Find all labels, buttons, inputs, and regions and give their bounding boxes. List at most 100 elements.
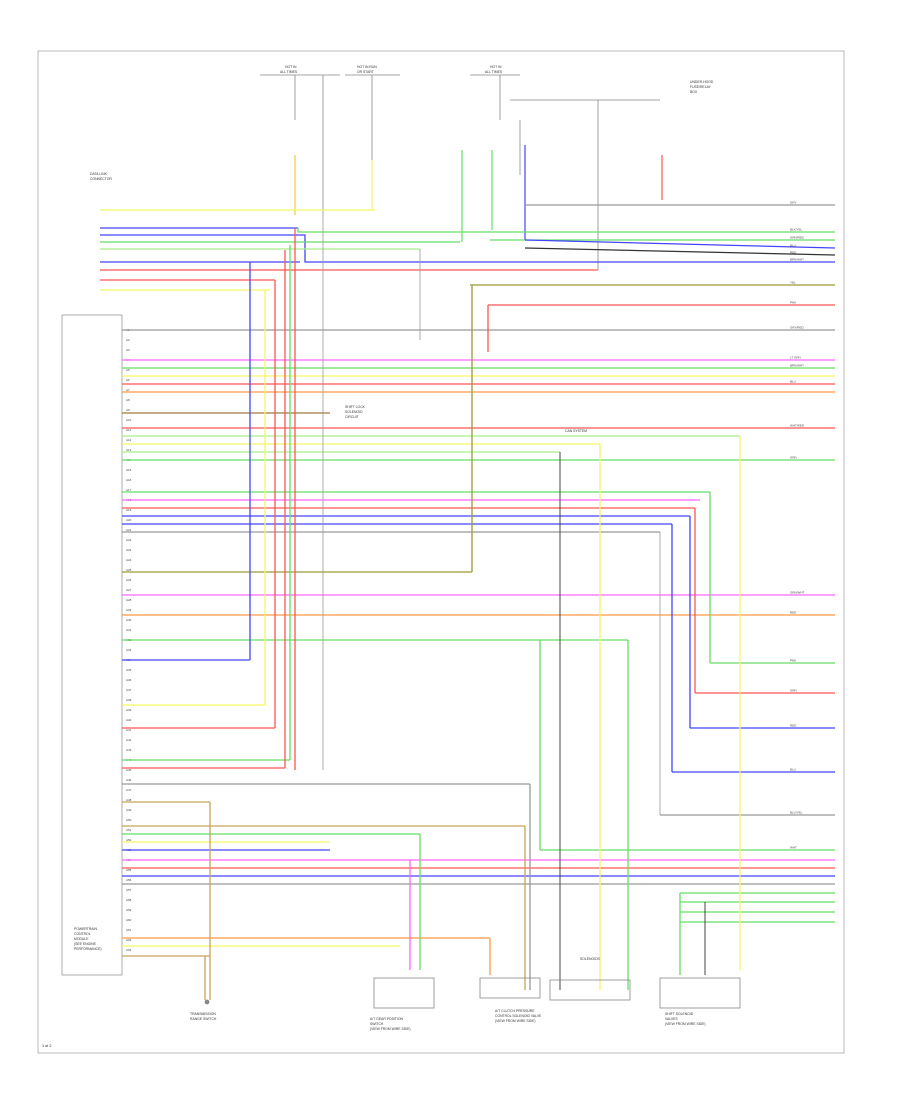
right-wire-label: RED — [790, 724, 797, 728]
ecu-pin-label: A51 — [126, 828, 132, 832]
bottom-center-component-line1: A/T CLUTCH PRESSURE — [495, 1009, 535, 1013]
top-connector-right-line2: ALL TIMES — [485, 70, 503, 74]
ecu-pin-label: A59 — [126, 908, 132, 912]
ecu-pin-label: A58 — [126, 898, 132, 902]
ecu-pin-label: A30 — [126, 618, 132, 622]
ecu-pin-label: A7 — [126, 388, 130, 392]
ecu-pin-label: A26 — [126, 578, 132, 582]
top-right-note-line2: FUSE/RELAY — [690, 85, 712, 89]
ecu-pin-label: A56 — [126, 878, 132, 882]
ecu-pin-label: A12 — [126, 438, 132, 442]
ecu-pin-label: A55 — [126, 868, 132, 872]
ecu-pin-label: A20 — [126, 518, 132, 522]
ecu-pin-label: A41 — [126, 728, 132, 732]
ecu-pin-label: A60 — [126, 918, 132, 922]
bottom-components — [204, 977, 741, 1009]
ecu-pin-label: A21 — [126, 528, 132, 532]
right-wire-label: PNK — [790, 301, 796, 305]
ecu-pin-label: A46 — [126, 778, 132, 782]
ecu-pin-label: A37 — [126, 688, 132, 692]
ecu-pin-label: A42 — [126, 738, 132, 742]
figure-id: 1 of 2 — [42, 1044, 52, 1048]
right-wire-label: PNK — [790, 659, 796, 663]
right-wire-label: BLU — [790, 380, 796, 384]
right-wire-label: BLU — [790, 768, 796, 772]
top-right-note-line1: UNDER-HOOD — [690, 80, 714, 84]
ecu-pin-label: A8 — [126, 398, 130, 402]
ecu-pin-label: A33 — [126, 648, 132, 652]
ecu-pin-label: A31 — [126, 628, 132, 632]
ecu-pin-label: A47 — [126, 788, 132, 792]
ecu-pin-label: A45 — [126, 768, 132, 772]
right-wire-label: GRN — [790, 689, 797, 693]
bottom-mid-component-line1: A/T GEAR POSITION — [370, 1017, 403, 1021]
ecu-pin-label: A24 — [126, 558, 132, 562]
ecu-pin-label: A9 — [126, 408, 130, 412]
ecu-pin-label: A36 — [126, 678, 132, 682]
ecu-pin-label: A28 — [126, 598, 132, 602]
right-wire-label: BLU — [790, 244, 796, 248]
right-wire-label: RED — [790, 611, 797, 615]
right-wire-label: WHT/RED — [790, 424, 805, 428]
ecu-pin-label: A50 — [126, 818, 132, 822]
mid-note-line2: SOLENOID — [345, 410, 363, 414]
horizontal-wires — [100, 204, 836, 957]
right-wire-label: GRN/WHT — [790, 591, 804, 595]
top-connector-right-line1: HOT IN — [490, 65, 502, 69]
bottom-mid-component-line2: SWITCH — [370, 1022, 384, 1026]
right-wire-label: RED — [790, 251, 797, 255]
ecu-pin-label: A40 — [126, 718, 132, 722]
ecu-label-line3: MODULE — [74, 937, 89, 941]
ecu-pin-label: A27 — [126, 588, 132, 592]
ecu-pin-label: A5 — [126, 368, 130, 372]
ecu-label: POWERTRAIN CONTROL MODULE (SEE ENGINE PE… — [74, 927, 102, 951]
top-fuse-area — [260, 74, 660, 270]
ecu-pin-label: A11 — [126, 428, 131, 432]
ecu-pin-label: A22 — [126, 538, 132, 542]
bottom-right-component-line3: (VIEW FROM WIRE SIDE) — [665, 1022, 706, 1026]
mid-note-line3: CIRCUIT — [345, 415, 359, 419]
bottom-right-component-line2: VALVES — [665, 1017, 678, 1021]
ecu-box — [61, 314, 123, 976]
right-wire-label: YEL — [790, 281, 796, 285]
ecu-pin-label: A23 — [126, 548, 132, 552]
diagram-frame — [37, 50, 845, 1054]
bottom-left-component-line2: RANGE SWITCH — [190, 1017, 217, 1021]
ecu-pin-label: A57 — [126, 888, 132, 892]
mid-note-line1: SHIFT LOCK — [345, 405, 366, 409]
ecu-pin-label: A3 — [126, 348, 130, 352]
top-connector-left-line1: HOT IN — [285, 65, 297, 69]
vertical-wires — [204, 215, 741, 1000]
right-wire-label: BRN/WHT — [790, 364, 804, 368]
ecu-label-line4: (SEE ENGINE — [74, 942, 97, 946]
ecu-pin-label: A29 — [126, 608, 132, 612]
top-connector-mid-line2: OR START — [357, 70, 374, 74]
right-wire-label: WHT — [790, 846, 797, 850]
ecu-pin-label: A43 — [126, 748, 132, 752]
right-wire-labels: GRYBLK/YELGRN/REDBLUREDBRN/WHTYELPNKGRY/… — [790, 201, 805, 850]
top-connector-mid-line1: HOT IN RUN — [357, 65, 377, 69]
mid-right-label: CAN SYSTEM — [565, 429, 587, 433]
right-wire-label: GRY — [790, 201, 796, 205]
left-header-line1: DATA LINK — [90, 172, 108, 176]
ecu-pin-label: A52 — [126, 838, 132, 842]
ecu-pin-label: A49 — [126, 808, 132, 812]
bottom-labels: TRANSMISSION RANGE SWITCH A/T GEAR POSIT… — [190, 957, 706, 1031]
bottom-right-component-line1: SHIFT SOLENOID — [665, 1012, 694, 1016]
top-labels: HOT IN ALL TIMES HOT IN RUN OR START HOT… — [90, 65, 714, 181]
ecu-pin-label: A6 — [126, 378, 130, 382]
bottom-mid-component-line3: (VIEW FROM WIRE SIDE) — [370, 1027, 411, 1031]
ecu-pin-label: A19 — [126, 508, 132, 512]
ecu-pin-label: A16 — [126, 478, 132, 482]
right-wire-label: GRN/RED — [790, 236, 805, 240]
ecu-pin-label: A2 — [126, 338, 130, 342]
bottom-center-mid-label: SOLENOIDS — [580, 957, 601, 961]
ecu-pin-label: A17 — [126, 488, 132, 492]
mid-note: SHIFT LOCK SOLENOID CIRCUIT CAN SYSTEM — [345, 405, 587, 433]
ecu-pin-label: A62 — [126, 938, 132, 942]
ecu-pin-label: A13 — [126, 448, 132, 452]
right-wire-label: GRY/RED — [790, 326, 804, 330]
right-wire-label: BLU/YEL — [790, 811, 803, 815]
right-wire-label: GRN — [790, 456, 797, 460]
